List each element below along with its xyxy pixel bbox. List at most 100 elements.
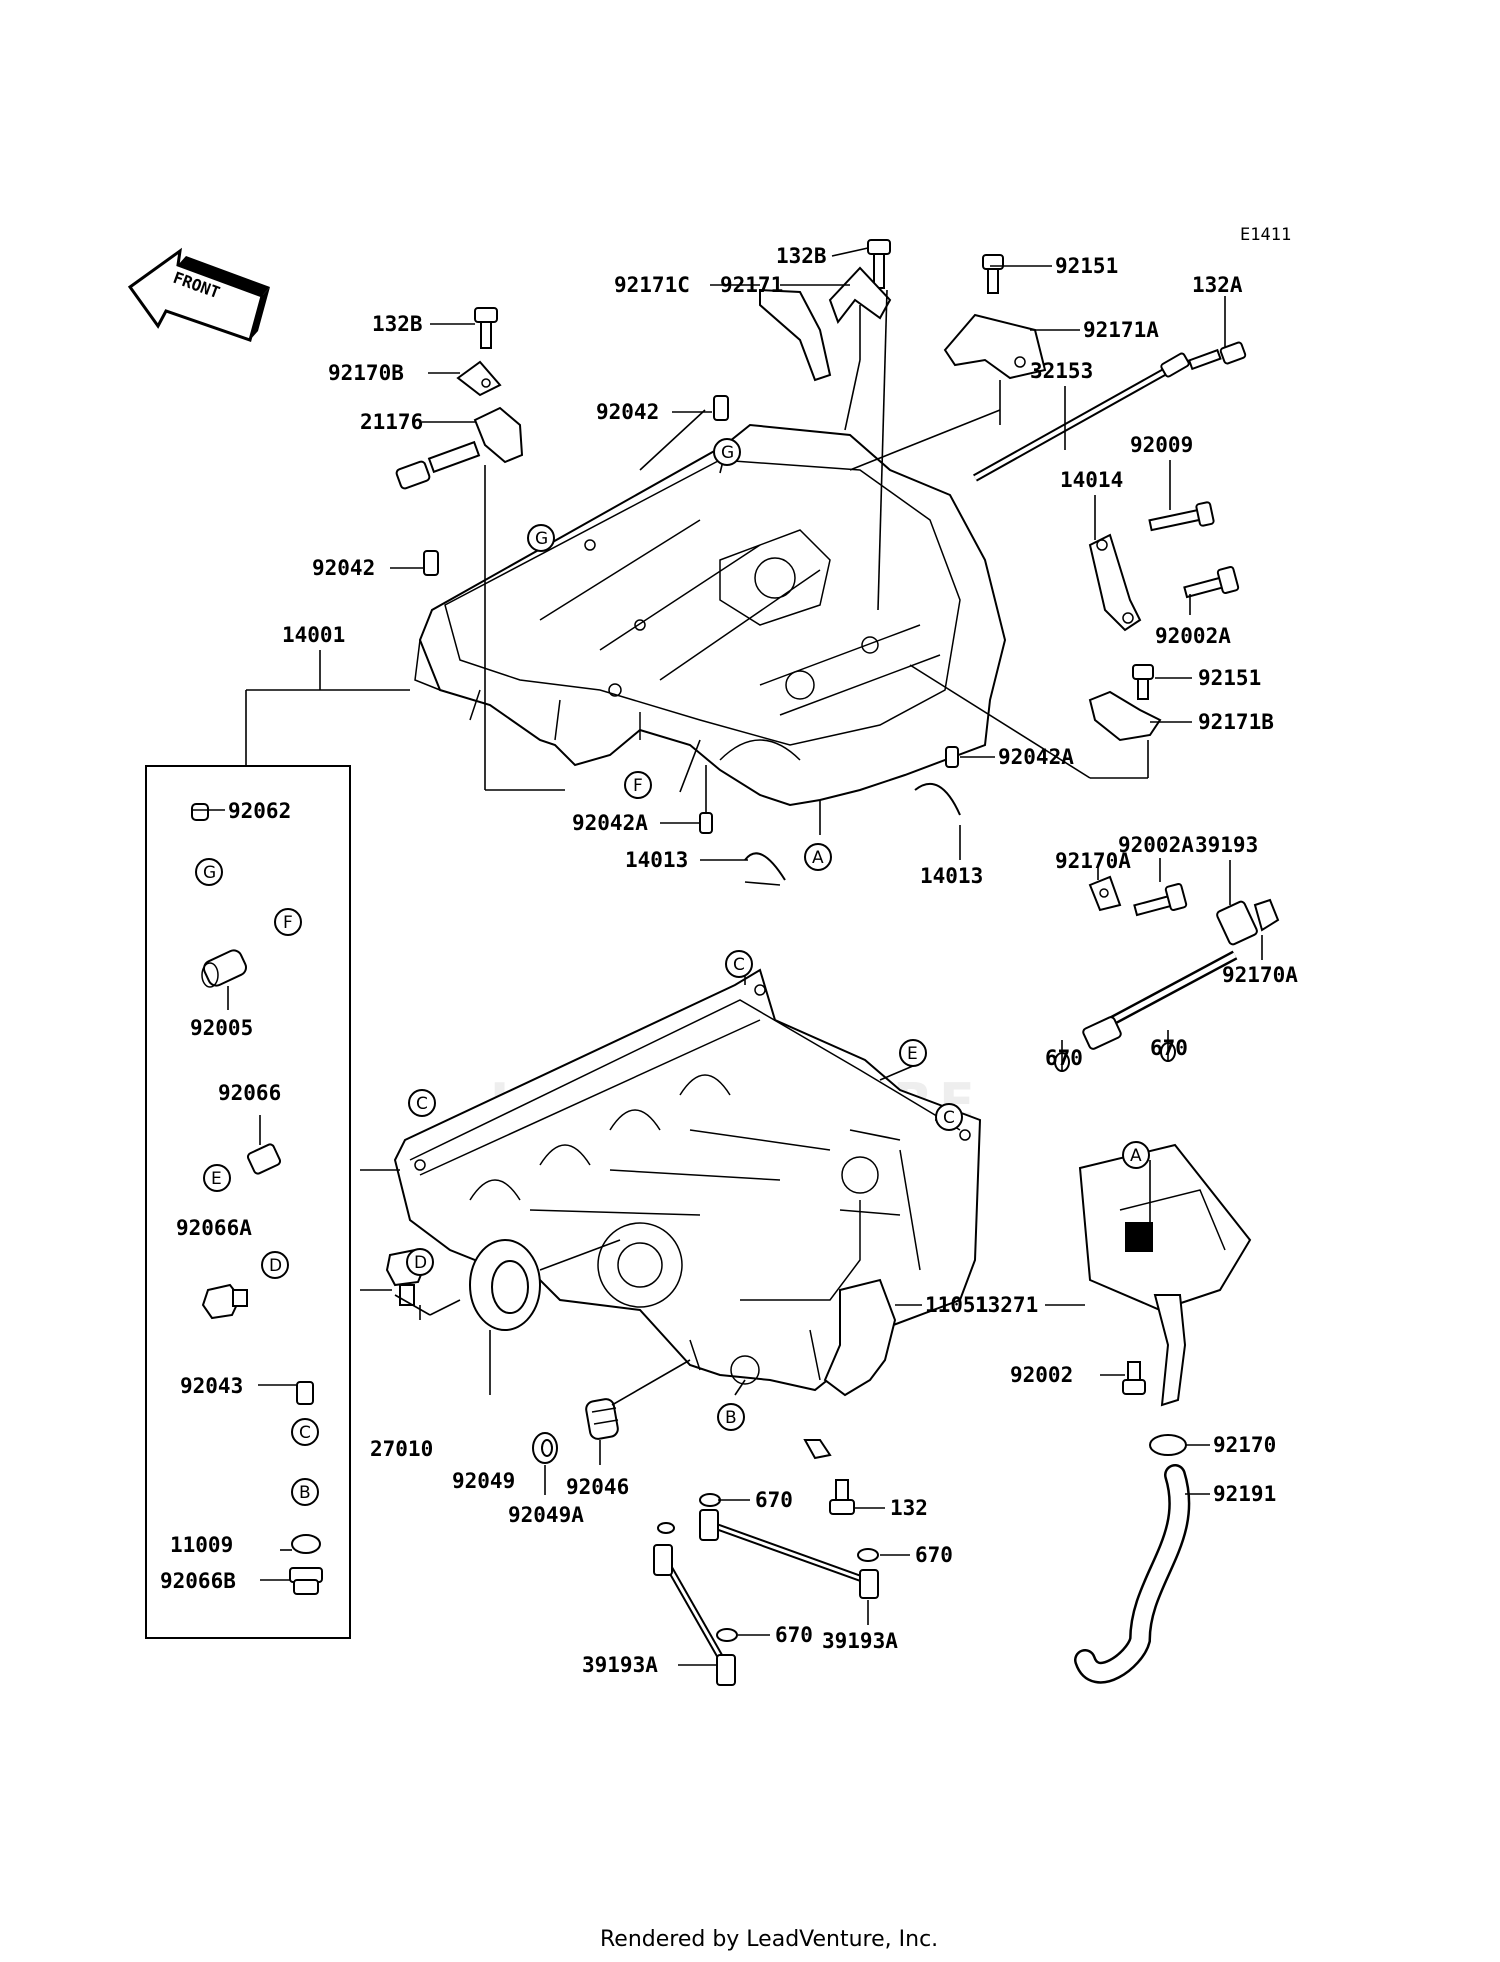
part-label-39193: 39193 bbox=[1195, 833, 1258, 857]
oil-seal-92049-icon bbox=[469, 1239, 541, 1331]
part-number-labels: 132B 92151 92171 92171C 92171A 132A 132B… bbox=[160, 244, 1298, 1677]
ref-marker-g: G bbox=[535, 529, 548, 549]
upper-crankcase-half bbox=[414, 423, 1007, 807]
washer-92170a-right-icon bbox=[1253, 898, 1280, 932]
part-label-92042a-bottom: 92042A bbox=[572, 811, 648, 835]
part-label-92066b: 92066B bbox=[160, 1569, 236, 1593]
part-label-132b-left: 132B bbox=[372, 312, 423, 336]
plug-92066a-icon bbox=[201, 1283, 248, 1320]
ref-marker-a: A bbox=[812, 848, 824, 868]
part-label-11051: 11051 bbox=[925, 1293, 988, 1317]
front-arrow-icon: FRONT bbox=[127, 247, 270, 342]
ref-marker-c: C bbox=[733, 955, 745, 975]
part-label-670-e: 670 bbox=[775, 1623, 813, 1647]
part-label-92062: 92062 bbox=[228, 799, 291, 823]
part-label-670-b: 670 bbox=[1150, 1036, 1188, 1060]
part-label-92170: 92170 bbox=[1213, 1433, 1276, 1457]
clamp-92170-icon bbox=[1149, 1434, 1187, 1456]
kit-box-14001 bbox=[145, 765, 351, 1639]
washer-92170a-left-icon bbox=[1088, 875, 1122, 912]
oil-pipe-39193-icon bbox=[1082, 900, 1258, 1050]
bearing-92046-icon bbox=[585, 1398, 619, 1440]
cover-11051-icon bbox=[803, 1278, 897, 1460]
part-label-132: 132 bbox=[890, 1496, 928, 1520]
hose-92191-icon bbox=[1074, 1464, 1191, 1684]
part-label-92171b: 92171B bbox=[1198, 710, 1274, 734]
bolt-92151-top-icon bbox=[982, 254, 1004, 294]
part-label-14014: 14014 bbox=[1060, 468, 1123, 492]
bolt-92009-icon bbox=[1148, 501, 1215, 532]
rod-32153-icon bbox=[973, 352, 1190, 482]
part-label-92171c: 92171C bbox=[614, 273, 690, 297]
dowel-pin-92042-top-icon bbox=[713, 395, 729, 421]
dowel-pin-92042-left-icon bbox=[423, 550, 439, 576]
part-label-92170b: 92170B bbox=[328, 361, 404, 385]
leader-lines bbox=[192, 247, 1263, 1666]
pin-92043-icon bbox=[296, 1381, 314, 1405]
part-label-92049a: 92049A bbox=[508, 1503, 584, 1527]
o-ring-670-c-icon bbox=[699, 1493, 721, 1507]
thrust-bearing-14013-left-icon bbox=[744, 852, 786, 881]
bolt-132a-icon bbox=[1187, 341, 1247, 371]
bolt-92002-icon bbox=[1122, 1361, 1146, 1395]
ref-marker-f: F bbox=[633, 776, 643, 796]
part-label-32153: 32153 bbox=[1030, 359, 1093, 383]
ref-marker-a: A bbox=[1130, 1146, 1142, 1166]
ref-marker-e: E bbox=[211, 1169, 222, 1189]
ref-marker-c: C bbox=[943, 1108, 955, 1128]
part-label-670-a: 670 bbox=[1045, 1046, 1083, 1070]
part-label-92009: 92009 bbox=[1130, 433, 1193, 457]
part-label-14001: 14001 bbox=[282, 623, 345, 647]
part-label-92043: 92043 bbox=[180, 1374, 243, 1398]
ref-marker-g: G bbox=[203, 863, 216, 883]
plug-92062-icon bbox=[191, 803, 209, 821]
part-label-92171: 92171 bbox=[720, 273, 783, 297]
o-ring-670-d-icon bbox=[857, 1548, 879, 1562]
part-label-39193a-left: 39193A bbox=[582, 1653, 658, 1677]
oil-pipe-39193a-right-icon bbox=[699, 1509, 879, 1599]
ref-marker-b: B bbox=[725, 1408, 737, 1428]
ref-marker-f: F bbox=[283, 913, 293, 933]
part-label-92002a-top: 92002A bbox=[1155, 624, 1231, 648]
gasket-11009-icon bbox=[291, 1534, 321, 1554]
bolt-92151-mid-icon bbox=[1132, 664, 1154, 700]
oil-seal-92049a-icon bbox=[532, 1432, 558, 1464]
part-label-92046: 92046 bbox=[566, 1475, 629, 1499]
part-label-14013-right: 14013 bbox=[920, 864, 983, 888]
bolt-132b-left-icon bbox=[474, 307, 498, 349]
plate-14014-icon bbox=[1088, 533, 1142, 632]
bracket-92171a-icon bbox=[943, 313, 1047, 380]
part-label-27010: 27010 bbox=[370, 1437, 433, 1461]
sensor-21176-icon bbox=[395, 406, 524, 490]
part-label-92049: 92049 bbox=[452, 1469, 515, 1493]
part-label-670-c: 670 bbox=[755, 1488, 793, 1512]
ref-marker-d: D bbox=[414, 1253, 427, 1273]
part-label-39193a-right: 39193A bbox=[822, 1629, 898, 1653]
part-label-92042-top: 92042 bbox=[596, 400, 659, 424]
bracket-92171c-icon bbox=[759, 288, 832, 382]
part-label-92042a-right: 92042A bbox=[998, 745, 1074, 769]
clamp-92171b-icon bbox=[1088, 690, 1162, 742]
part-label-92002a-mid: 92002A bbox=[1118, 833, 1194, 857]
part-label-92151-top: 92151 bbox=[1055, 254, 1118, 278]
bracket-92171-icon bbox=[828, 266, 892, 325]
part-label-14013-left: 14013 bbox=[625, 848, 688, 872]
nozzle-92005-icon bbox=[201, 949, 247, 988]
part-label-92002: 92002 bbox=[1010, 1363, 1073, 1387]
bolt-92002a-mid-icon bbox=[1133, 883, 1188, 917]
part-label-92191: 92191 bbox=[1213, 1482, 1276, 1506]
dowel-pin-92042a-bottom-icon bbox=[699, 812, 713, 834]
plug-92066-icon bbox=[246, 1143, 282, 1175]
ref-marker-e: E bbox=[907, 1044, 918, 1064]
diagram-code: E1411 bbox=[1240, 225, 1291, 245]
render-credit: Rendered by LeadVenture, Inc. bbox=[600, 1927, 938, 1952]
part-label-132b-top: 132B bbox=[776, 244, 827, 268]
part-label-92005: 92005 bbox=[190, 1016, 253, 1040]
oil-pipe-39193a-left-icon bbox=[653, 1544, 736, 1686]
ref-marker-g: G bbox=[721, 443, 734, 463]
dowel-pin-92042a-right-icon bbox=[945, 746, 959, 768]
part-label-92066: 92066 bbox=[218, 1081, 281, 1105]
bolt-132-icon bbox=[829, 1479, 855, 1515]
ref-marker-c: C bbox=[299, 1423, 311, 1443]
